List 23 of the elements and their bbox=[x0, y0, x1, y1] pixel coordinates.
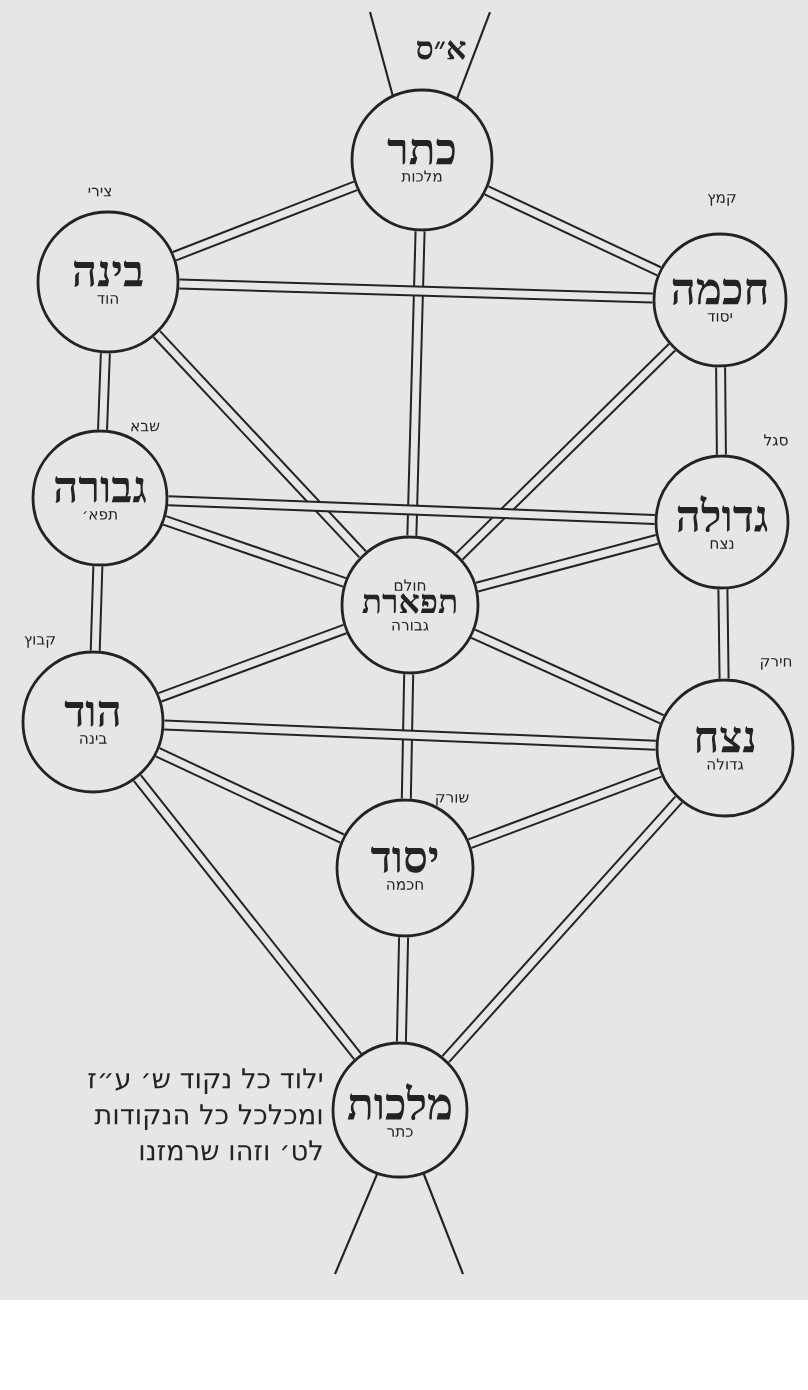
double-line bbox=[406, 231, 426, 536]
double-line bbox=[133, 774, 362, 1060]
double-line bbox=[164, 719, 656, 751]
double-line bbox=[158, 623, 347, 703]
double-line bbox=[484, 185, 662, 277]
double-line bbox=[470, 628, 665, 725]
double-line bbox=[475, 534, 659, 593]
double-line bbox=[162, 515, 347, 588]
double-line bbox=[168, 495, 655, 525]
double-line bbox=[715, 367, 727, 455]
double-line bbox=[172, 180, 358, 262]
handwritten-note: צירי bbox=[88, 187, 111, 197]
double-line bbox=[152, 330, 367, 559]
double-line bbox=[97, 353, 111, 430]
double-line bbox=[400, 674, 415, 799]
double-line bbox=[155, 747, 345, 844]
double-line bbox=[89, 566, 104, 651]
double-line bbox=[179, 278, 653, 304]
double-line bbox=[441, 795, 683, 1063]
double-line bbox=[468, 767, 662, 849]
double-line bbox=[717, 589, 730, 679]
double-line bbox=[455, 343, 676, 561]
double-line bbox=[395, 937, 410, 1042]
